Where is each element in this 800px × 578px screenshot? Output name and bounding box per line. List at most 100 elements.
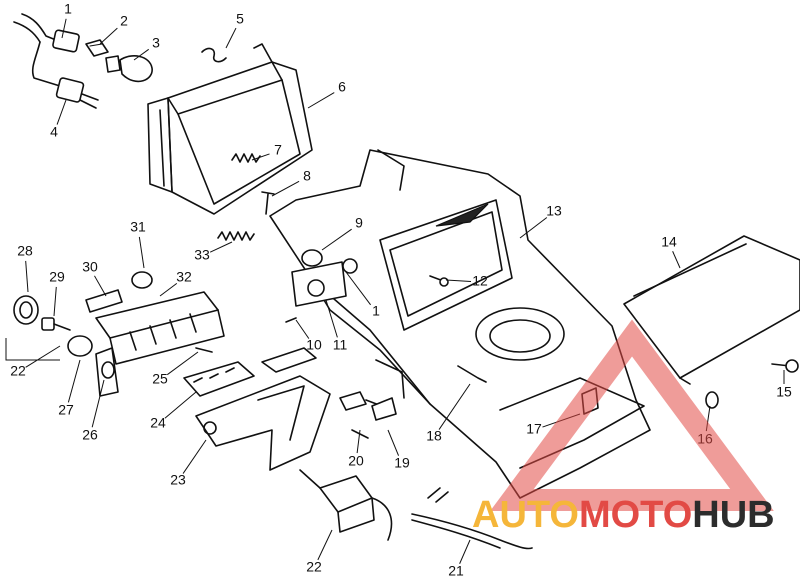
leader-line-c19 xyxy=(387,429,400,456)
headlight-housing-part xyxy=(147,43,313,215)
callout-label-c28: 28 xyxy=(17,243,33,259)
leader-line-c31 xyxy=(138,236,145,269)
leader-line-c5 xyxy=(225,27,237,49)
callout-label-c4: 4 xyxy=(50,124,58,140)
watermark-text: AUTOMOTOHUB xyxy=(472,494,775,536)
windshield-panel-part xyxy=(623,235,800,385)
callout-label-c17: 17 xyxy=(526,421,542,437)
spring-clip-part xyxy=(201,47,227,63)
watermark-auto: AUTO xyxy=(472,494,579,536)
leader-line-c20 xyxy=(356,429,361,454)
callout-label-c22a: 22 xyxy=(10,363,26,379)
hood-panel-part xyxy=(269,149,651,499)
leader-line-c6 xyxy=(307,92,335,109)
callout-label-c15: 15 xyxy=(776,384,792,400)
leader-line-c7 xyxy=(251,153,270,161)
watermark-logo: AUTOMOTOHUB xyxy=(472,319,775,536)
leader-line-c25 xyxy=(166,351,199,376)
gasket-30 xyxy=(85,289,123,313)
bracket-22-line xyxy=(5,338,60,361)
leader-line-c11 xyxy=(325,299,338,338)
callout-label-c32: 32 xyxy=(176,269,192,285)
bulb-29 xyxy=(41,317,71,331)
callout-label-c21: 21 xyxy=(448,563,464,578)
leader-line-c23 xyxy=(182,439,207,474)
switch-block-24 xyxy=(183,361,255,397)
bracket-plate xyxy=(261,347,317,373)
watermark-triangle xyxy=(490,319,774,511)
socket-27 xyxy=(67,335,93,357)
leader-line-c2 xyxy=(99,27,118,45)
callout-label-c33: 33 xyxy=(194,247,210,263)
callout-label-c9: 9 xyxy=(355,215,363,231)
leader-line-c22b xyxy=(317,529,333,561)
leader-line-c29 xyxy=(53,286,57,317)
leader-line-c9 xyxy=(321,228,352,251)
callout-label-c11: 11 xyxy=(333,337,348,353)
leader-line-c13 xyxy=(519,217,548,239)
adjuster-spring-33 xyxy=(217,231,255,241)
switch-plate-part xyxy=(285,249,358,323)
grommet-31 xyxy=(131,271,153,289)
watermark-hub: HUB xyxy=(692,494,774,536)
callout-label-c20: 20 xyxy=(348,453,364,469)
harness-21 xyxy=(411,487,533,550)
connector-22 xyxy=(299,469,393,541)
leader-line-c27 xyxy=(67,359,81,403)
leader-line-c14 xyxy=(672,251,681,269)
lens-28 xyxy=(13,295,39,325)
callout-label-c14: 14 xyxy=(661,234,677,250)
callout-label-c29: 29 xyxy=(49,269,65,285)
leader-line-c22a xyxy=(25,345,61,368)
leader-line-c1a xyxy=(61,18,67,39)
bulb-socket-part xyxy=(85,39,109,57)
callout-label-c12: 12 xyxy=(472,273,488,289)
callout-label-c3: 3 xyxy=(152,35,160,51)
callout-leaders xyxy=(25,18,785,564)
mount-bracket-23 xyxy=(195,375,331,471)
screw-12 xyxy=(429,275,449,287)
callout-label-c1a: 1 xyxy=(64,1,72,17)
callout-label-c7: 7 xyxy=(274,142,282,158)
callout-label-c19: 19 xyxy=(394,455,410,471)
leader-line-c24 xyxy=(164,391,197,419)
leader-line-c3 xyxy=(133,48,150,61)
adjuster-spring-7 xyxy=(231,153,261,163)
bolt-18 xyxy=(457,365,487,383)
leader-line-c18 xyxy=(438,383,471,430)
leader-line-c28 xyxy=(25,260,29,293)
grommet-16 xyxy=(705,391,719,409)
callout-label-c10: 10 xyxy=(306,337,322,353)
callout-label-c24: 24 xyxy=(150,415,166,431)
headlight-bulb-part xyxy=(105,55,153,83)
callout-label-c23: 23 xyxy=(170,472,186,488)
leader-line-c30 xyxy=(94,275,107,297)
callout-label-c13: 13 xyxy=(546,203,562,219)
callout-label-c22b: 22 xyxy=(306,559,322,575)
leader-line-c8 xyxy=(271,180,300,197)
callout-label-c5: 5 xyxy=(236,11,244,27)
leader-line-c12 xyxy=(445,279,472,282)
leader-line-c33 xyxy=(209,241,233,253)
callout-label-c27: 27 xyxy=(58,402,74,418)
callout-label-c6: 6 xyxy=(338,79,346,95)
screw-8 xyxy=(261,191,275,215)
leader-line-c1b xyxy=(345,271,372,306)
callout-label-c26: 26 xyxy=(82,427,98,443)
harness-connector-part xyxy=(13,13,99,109)
callout-label-c18: 18 xyxy=(426,428,442,444)
leader-line-c10 xyxy=(295,319,310,339)
callout-label-c8: 8 xyxy=(303,168,311,184)
callout-label-c1b: 1 xyxy=(372,303,380,319)
callout-label-c25: 25 xyxy=(152,371,168,387)
leader-line-c32 xyxy=(159,282,178,297)
callout-label-c30: 30 xyxy=(82,259,98,275)
watermark-moto: MOTO xyxy=(579,494,692,536)
callout-label-c31: 31 xyxy=(130,219,146,235)
key-switch-19 xyxy=(339,391,397,421)
fuse-25 xyxy=(195,347,213,353)
leader-line-c4 xyxy=(56,99,67,125)
